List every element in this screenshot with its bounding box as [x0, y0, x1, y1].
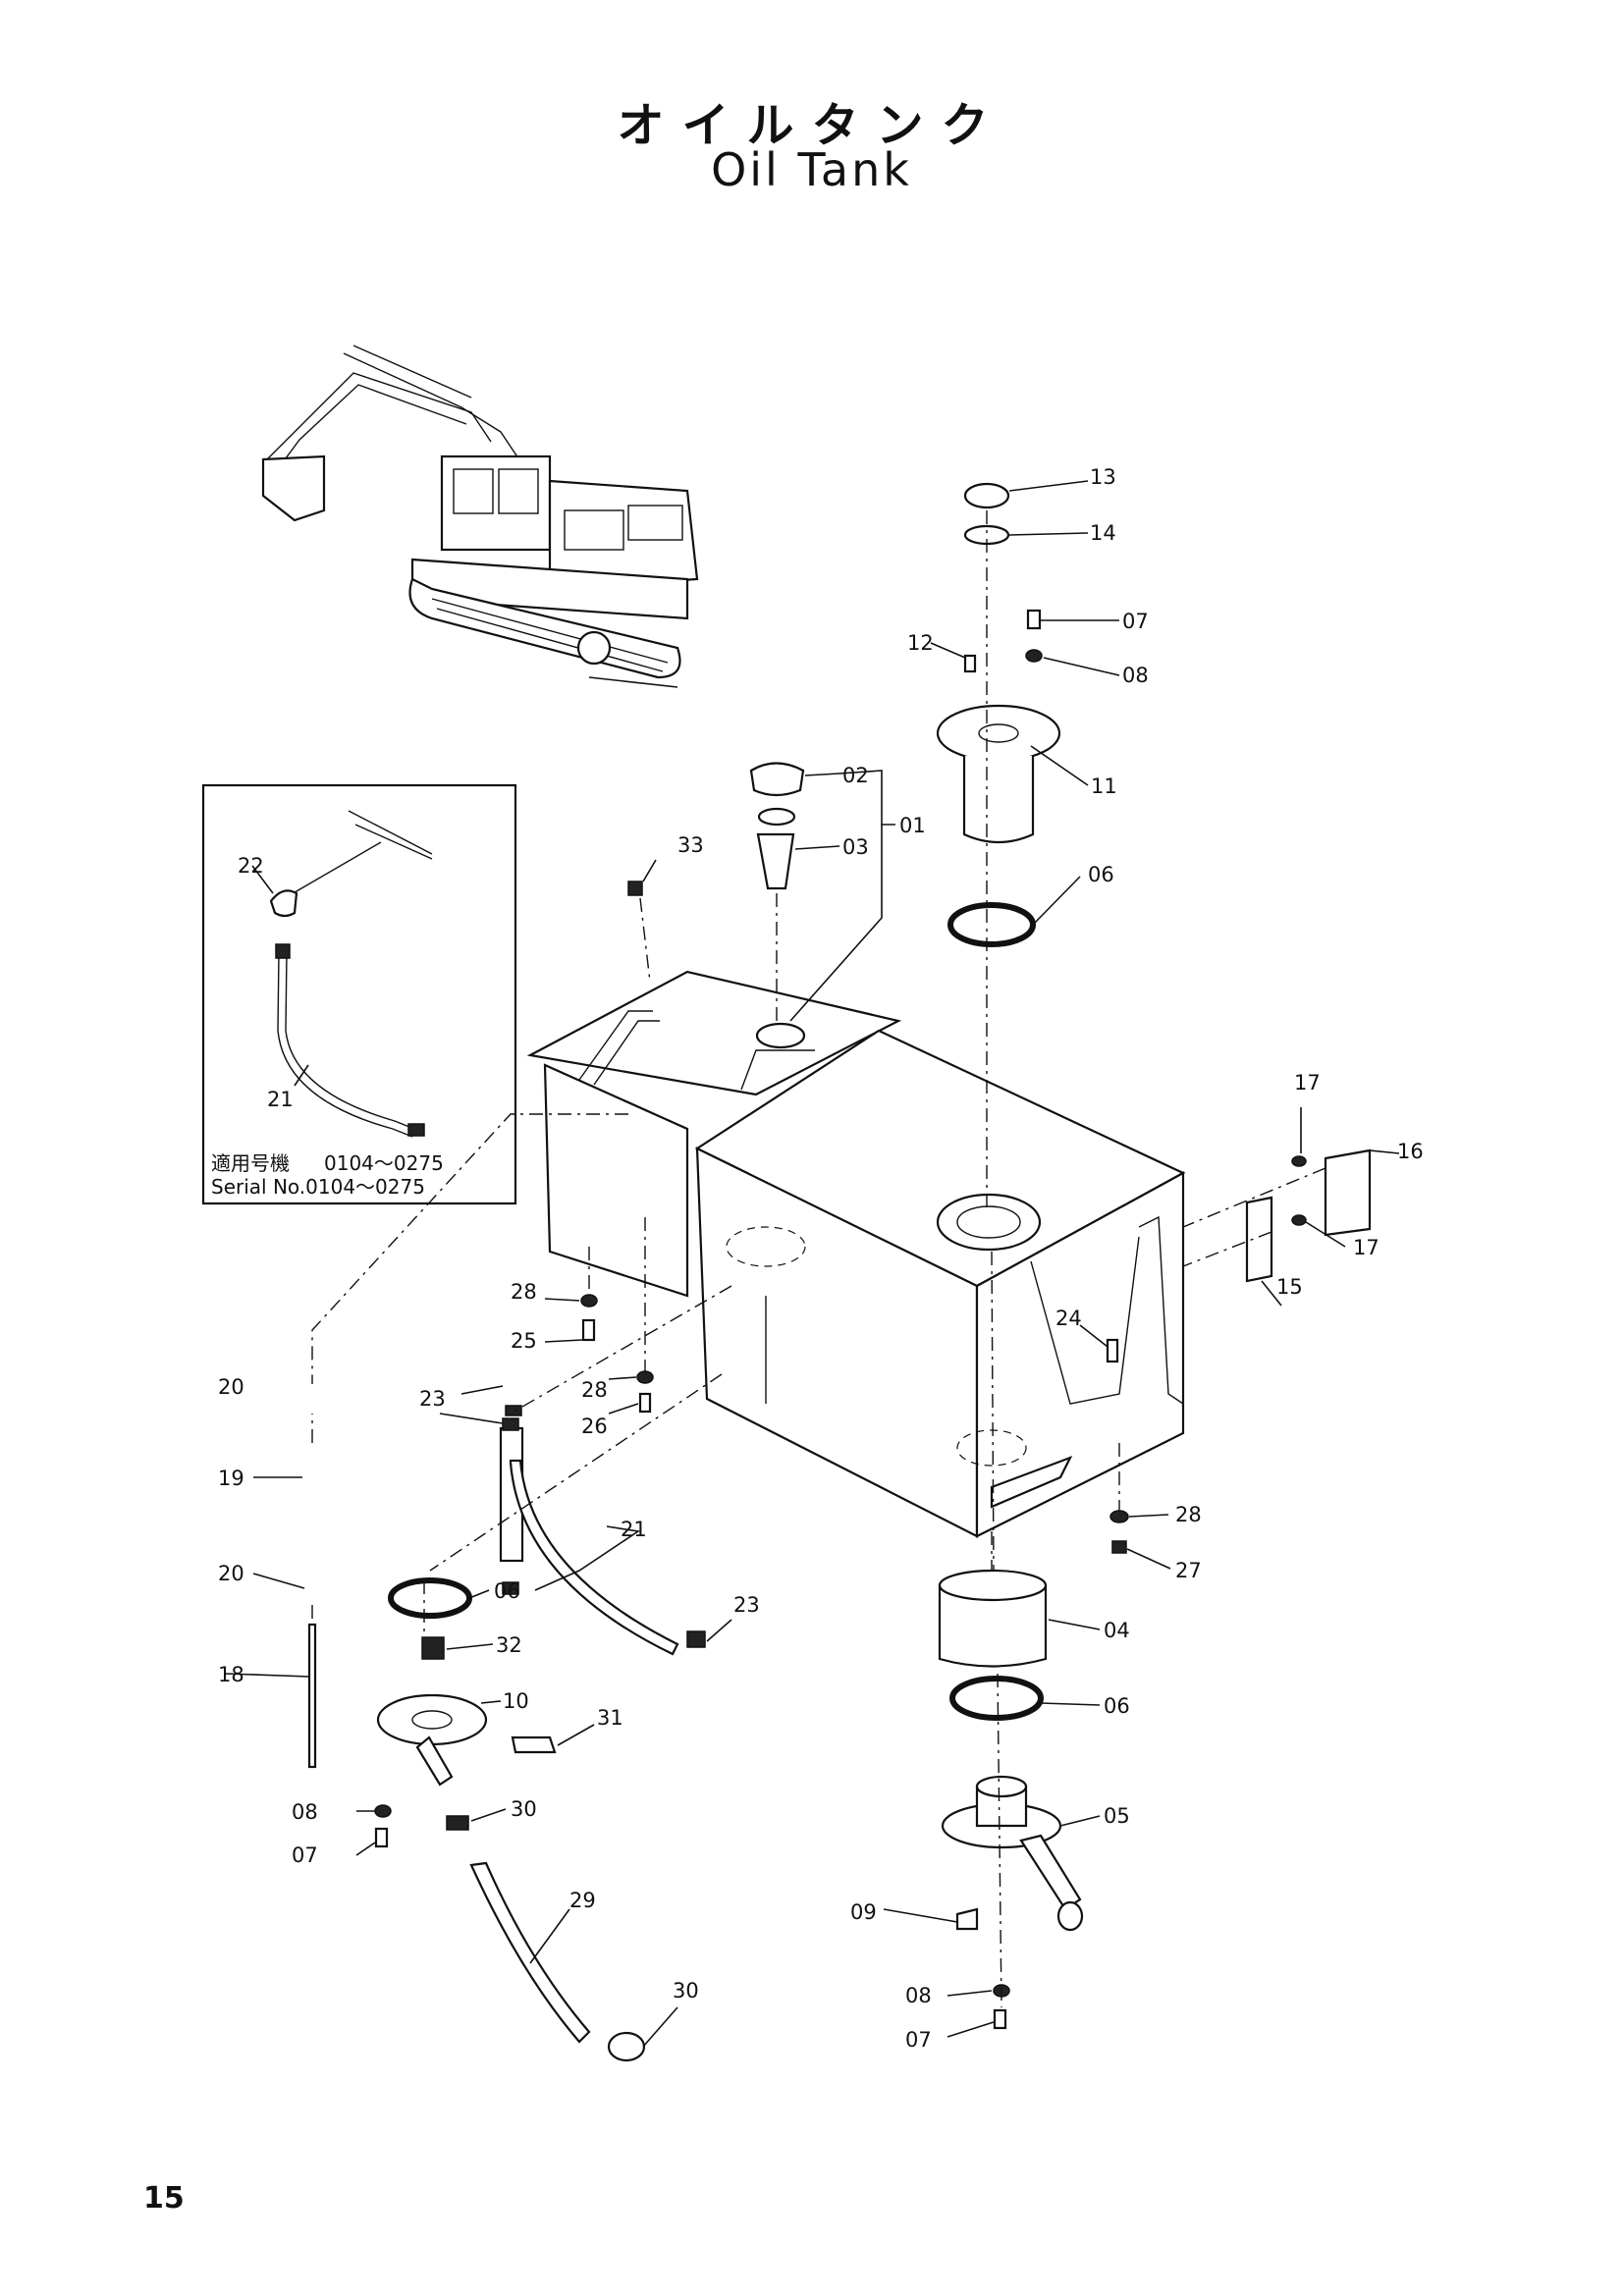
callout-07: 07 — [1122, 610, 1149, 633]
cap-02 — [749, 762, 805, 797]
callout-22: 22 — [238, 854, 264, 878]
callout-13: 13 — [1090, 465, 1116, 489]
callout-24: 24 — [1055, 1307, 1082, 1330]
callout-28-a: 28 — [511, 1280, 537, 1304]
inset-panel: 適用号機 0104～0275 Serial No.0104～0275 — [201, 783, 517, 1205]
plate-15 — [1245, 1196, 1273, 1283]
oil-tank-body — [526, 970, 1186, 1538]
callout-20-bottom: 20 — [218, 1562, 244, 1585]
callout-07-left: 07 — [292, 1843, 318, 1867]
washer-28-a — [580, 1294, 598, 1308]
excavator-illustration — [261, 345, 699, 688]
washer-28-right — [1109, 1510, 1129, 1523]
callout-labels: 13 14 07 08 12 11 02 01 03 06 33 22 21 1… — [218, 465, 1424, 2052]
callout-18: 18 — [218, 1663, 244, 1686]
callout-33: 33 — [677, 833, 704, 857]
bolt-07-bottom — [993, 2008, 1007, 2030]
nut-27 — [1111, 1540, 1127, 1554]
callout-03: 03 — [842, 835, 869, 859]
callout-08-left: 08 — [292, 1800, 318, 1824]
callout-04: 04 — [1104, 1619, 1130, 1642]
leader-lines — [225, 480, 1400, 2048]
o-ring-06-left — [388, 1577, 472, 1619]
callout-21: 21 — [621, 1518, 647, 1541]
title-english: Oil Tank — [711, 143, 912, 196]
callout-02: 02 — [842, 764, 869, 787]
callout-26: 26 — [581, 1415, 608, 1438]
callout-23-bottom: 23 — [733, 1593, 760, 1617]
nut-17-top — [1291, 1155, 1307, 1167]
clamp-30-top — [446, 1815, 469, 1831]
nut-33 — [627, 881, 643, 896]
tube-18 — [307, 1623, 317, 1769]
plug-32 — [421, 1636, 445, 1660]
callout-30-bottom: 30 — [673, 1979, 699, 2002]
callout-17-top: 17 — [1294, 1071, 1321, 1095]
callout-28-right: 28 — [1175, 1503, 1202, 1526]
title-japanese: オイルタンク — [617, 98, 1006, 153]
callout-06-left: 06 — [494, 1579, 520, 1603]
center-lines — [311, 510, 1326, 2008]
callout-08-bottom: 08 — [905, 1984, 932, 2007]
cap-13 — [963, 482, 1010, 509]
o-ring-06-bottom — [949, 1676, 1044, 1721]
flange-10 — [376, 1693, 488, 1746]
washer-08-left — [374, 1804, 392, 1818]
callout-20-top: 20 — [218, 1375, 244, 1399]
bolt-07-top — [1026, 609, 1042, 630]
elbow-fitting — [269, 889, 298, 918]
clamp-20-top — [505, 1405, 522, 1416]
nut-23-bottom — [686, 1630, 706, 1648]
serial-label-jp: 適用号機 — [211, 1151, 290, 1175]
callout-21-inset: 21 — [267, 1088, 294, 1111]
callout-27: 27 — [1175, 1559, 1202, 1582]
clamp-30-bottom — [607, 2031, 646, 2062]
fitting-31 — [511, 1735, 557, 1754]
callout-11: 11 — [1091, 774, 1117, 798]
callout-12: 12 — [907, 631, 934, 655]
bolt-26 — [638, 1392, 652, 1414]
callout-25: 25 — [511, 1329, 537, 1353]
callout-01: 01 — [899, 814, 926, 837]
callout-29: 29 — [569, 1889, 596, 1912]
serial-range-jp: 0104～0275 — [324, 1151, 444, 1175]
callout-23-top: 23 — [419, 1387, 446, 1411]
callout-19: 19 — [218, 1467, 244, 1490]
strainer-03 — [756, 832, 795, 890]
part-shapes — [307, 482, 1372, 2062]
callout-14: 14 — [1090, 521, 1116, 545]
serial-label-en: Serial No.0104～0275 — [211, 1175, 425, 1199]
callout-31: 31 — [597, 1706, 623, 1730]
bolt-07-left — [374, 1827, 389, 1848]
callout-15: 15 — [1276, 1275, 1303, 1299]
page-number: 15 — [143, 2181, 185, 2216]
plate-16 — [1324, 1148, 1372, 1237]
callout-08: 08 — [1122, 664, 1149, 687]
callout-06-top: 06 — [1088, 863, 1114, 886]
bolt-12 — [963, 654, 977, 673]
callout-16: 16 — [1397, 1140, 1424, 1163]
washer-08-top — [1025, 649, 1043, 663]
callout-17-bottom: 17 — [1353, 1236, 1380, 1259]
callout-28-b: 28 — [581, 1378, 608, 1402]
callout-30-top: 30 — [511, 1797, 537, 1821]
o-ring-06-top — [947, 902, 1036, 947]
callout-07-bottom: 07 — [905, 2028, 932, 2052]
callout-09: 09 — [850, 1900, 877, 1924]
callout-10: 10 — [503, 1689, 529, 1713]
filter-04 — [938, 1583, 1048, 1668]
hose-29 — [469, 1861, 591, 2044]
hose-21 — [509, 1459, 679, 1656]
nut-23-top — [502, 1417, 519, 1431]
callout-05: 05 — [1104, 1804, 1130, 1828]
cock-09 — [955, 1907, 979, 1931]
bolt-25 — [581, 1318, 596, 1342]
clamp-20-bottom — [502, 1581, 519, 1595]
nut-17-bottom — [1291, 1214, 1307, 1226]
bolt-24 — [1106, 1338, 1119, 1363]
callout-32: 32 — [496, 1633, 522, 1657]
callout-06-bottom: 06 — [1104, 1694, 1130, 1718]
